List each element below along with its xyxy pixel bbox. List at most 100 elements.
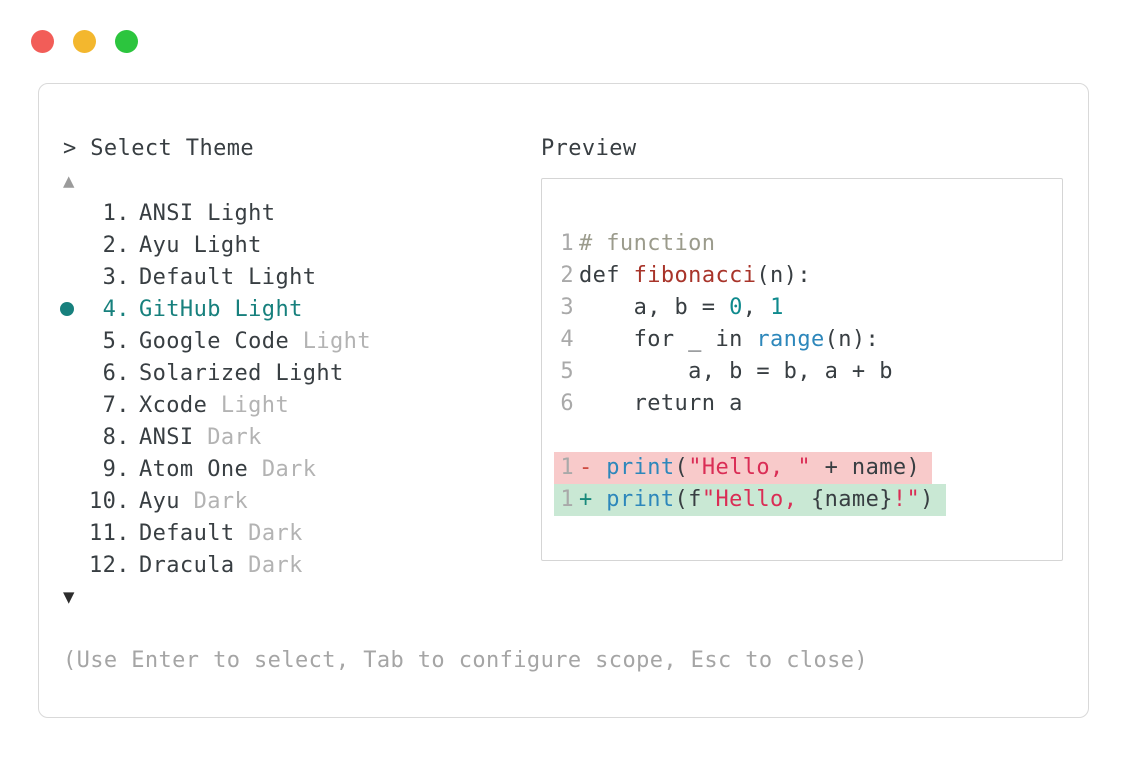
theme-item-3[interactable]: 3. Default Light bbox=[63, 261, 868, 293]
theme-item-label-part: Atom One bbox=[139, 456, 262, 482]
code-token: range bbox=[756, 327, 825, 352]
close-button-icon[interactable] bbox=[31, 30, 54, 53]
code-token: (f bbox=[674, 487, 702, 512]
code-token: (n): bbox=[824, 327, 880, 352]
maximize-button-icon[interactable] bbox=[115, 30, 138, 53]
code-token: - bbox=[579, 455, 607, 480]
code-token: "Hello, bbox=[701, 487, 811, 512]
theme-item-label-part: GitHub Light bbox=[139, 296, 303, 322]
theme-item-number: 3. bbox=[89, 264, 130, 290]
theme-item-8[interactable]: 8.ANSI Dark bbox=[63, 421, 868, 453]
theme-item-label: Default Light bbox=[139, 265, 316, 290]
theme-item-label: Dracula Dark bbox=[139, 553, 303, 578]
theme-selector-panel: > Select Theme ▲ 1. ANSI Light 2. Ayu Ligh… bbox=[60, 133, 869, 677]
keyboard-hint: (Use Enter to select, Tab to configure s… bbox=[63, 648, 869, 673]
code-token: + bbox=[579, 487, 607, 512]
code-token: a, b = bbox=[579, 295, 730, 320]
code-line-content bbox=[554, 420, 572, 452]
theme-item-number: 10. bbox=[89, 488, 130, 514]
code-token: !" bbox=[892, 487, 921, 512]
minimize-button-icon[interactable] bbox=[73, 30, 96, 53]
theme-item-6[interactable]: 6. Solarized Light bbox=[63, 357, 868, 389]
theme-item-label: Ayu Light bbox=[139, 233, 262, 258]
theme-list: 1. ANSI Light 2. Ayu Light 3. Default Light… bbox=[60, 197, 868, 581]
code-token: "Hello, " bbox=[688, 455, 811, 480]
theme-item-1[interactable]: 1. ANSI Light bbox=[63, 197, 868, 229]
select-theme-prompt: > Select Theme bbox=[63, 136, 255, 161]
selection-marker bbox=[60, 302, 89, 316]
theme-item-label: Ayu Dark bbox=[139, 489, 248, 514]
theme-item-number: 11. bbox=[89, 520, 130, 546]
theme-item-number: 4. bbox=[89, 296, 130, 322]
theme-item-label: ANSI Light bbox=[139, 201, 275, 226]
theme-item-label: Default Dark bbox=[139, 521, 303, 546]
code-token: 0 bbox=[729, 295, 743, 320]
line-number: 3 bbox=[560, 295, 574, 320]
theme-picker-window: > Select Theme ▲ 1. ANSI Light 2. Ayu Ligh… bbox=[38, 83, 1089, 718]
line-number: 1 bbox=[560, 231, 574, 256]
code-token: ) bbox=[920, 487, 934, 512]
theme-item-label-part: Light bbox=[220, 392, 290, 418]
line-number: 2 bbox=[560, 263, 574, 288]
line-number: 6 bbox=[560, 391, 574, 416]
code-line-5: 5 a, b = b, a + b bbox=[560, 356, 1062, 388]
theme-item-label-part: Default Light bbox=[139, 264, 317, 290]
theme-item-label-part: Default bbox=[139, 520, 249, 546]
theme-item-number: 7. bbox=[89, 392, 130, 418]
code-token: def bbox=[579, 263, 634, 288]
theme-item-label: Atom One Dark bbox=[139, 457, 316, 482]
theme-item-label-part: Dark bbox=[248, 520, 303, 546]
scroll-up-icon[interactable]: ▲ bbox=[63, 170, 75, 192]
theme-item-number: 6. bbox=[89, 360, 130, 386]
theme-item-label-part: Dark bbox=[207, 424, 262, 450]
theme-item-number: 8. bbox=[89, 424, 130, 450]
scroll-down-icon[interactable]: ▼ bbox=[63, 586, 75, 608]
theme-item-label-part: Xcode bbox=[139, 392, 221, 418]
theme-item-10[interactable]: 10. Ayu Dark bbox=[63, 485, 868, 517]
theme-item-5[interactable]: 5.Google Code Light bbox=[63, 325, 868, 357]
window-controls bbox=[31, 30, 138, 53]
theme-item-label-part: Dracula bbox=[139, 552, 249, 578]
theme-item-label-part: Dark bbox=[248, 552, 303, 578]
theme-item-9[interactable]: 9. Atom One Dark bbox=[63, 453, 868, 485]
code-line-content: 5 a, b = b, a + b bbox=[554, 356, 905, 388]
theme-item-12[interactable]: 12. Dracula Dark bbox=[63, 549, 868, 581]
selected-dot-icon bbox=[60, 302, 74, 316]
theme-item-label-part: Dark bbox=[261, 456, 317, 482]
line-number: 4 bbox=[560, 327, 574, 352]
code-token: ( bbox=[674, 455, 689, 480]
theme-item-11[interactable]: 11. Default Dark bbox=[63, 517, 868, 549]
code-token: print bbox=[606, 455, 675, 480]
line-number: 5 bbox=[560, 359, 574, 384]
code-token: for _ in bbox=[579, 327, 757, 352]
theme-item-label-part: Ayu bbox=[139, 488, 194, 514]
line-number: 1 bbox=[560, 455, 574, 480]
code-line-6: 6 return a bbox=[560, 388, 1062, 420]
theme-item-2[interactable]: 2. Ayu Light bbox=[63, 229, 868, 261]
theme-item-7[interactable]: 7. Xcode Light bbox=[63, 389, 868, 421]
code-line-4: 4 for _ in range(n): bbox=[560, 324, 1062, 356]
line-number: 1 bbox=[560, 487, 574, 512]
code-token: return a bbox=[579, 391, 743, 416]
theme-item-number: 12. bbox=[89, 552, 130, 578]
theme-item-label-part: Ayu Light bbox=[139, 232, 262, 258]
theme-item-number: 9. bbox=[89, 456, 130, 482]
theme-item-label: Solarized Light bbox=[139, 361, 344, 386]
theme-item-number: 1. bbox=[89, 200, 130, 226]
theme-item-label: GitHub Light bbox=[139, 297, 303, 322]
theme-item-label-part: Light bbox=[302, 328, 371, 354]
theme-item-number: 5. bbox=[89, 328, 130, 354]
code-token: print bbox=[606, 487, 675, 512]
theme-item-4[interactable]: 4. GitHub Light bbox=[60, 293, 868, 325]
diff-removed-line: 1- print("Hello, " + name) bbox=[554, 452, 933, 484]
code-token: 1 bbox=[770, 295, 784, 320]
code-line-content: 3 a, b = 0, 1 bbox=[554, 292, 796, 324]
theme-item-number: 2. bbox=[89, 232, 130, 258]
code-token: fibonacci bbox=[633, 263, 757, 288]
code-line-3: 3 a, b = 0, 1 bbox=[560, 292, 1062, 324]
code-line-content: 4 for _ in range(n): bbox=[554, 324, 891, 356]
